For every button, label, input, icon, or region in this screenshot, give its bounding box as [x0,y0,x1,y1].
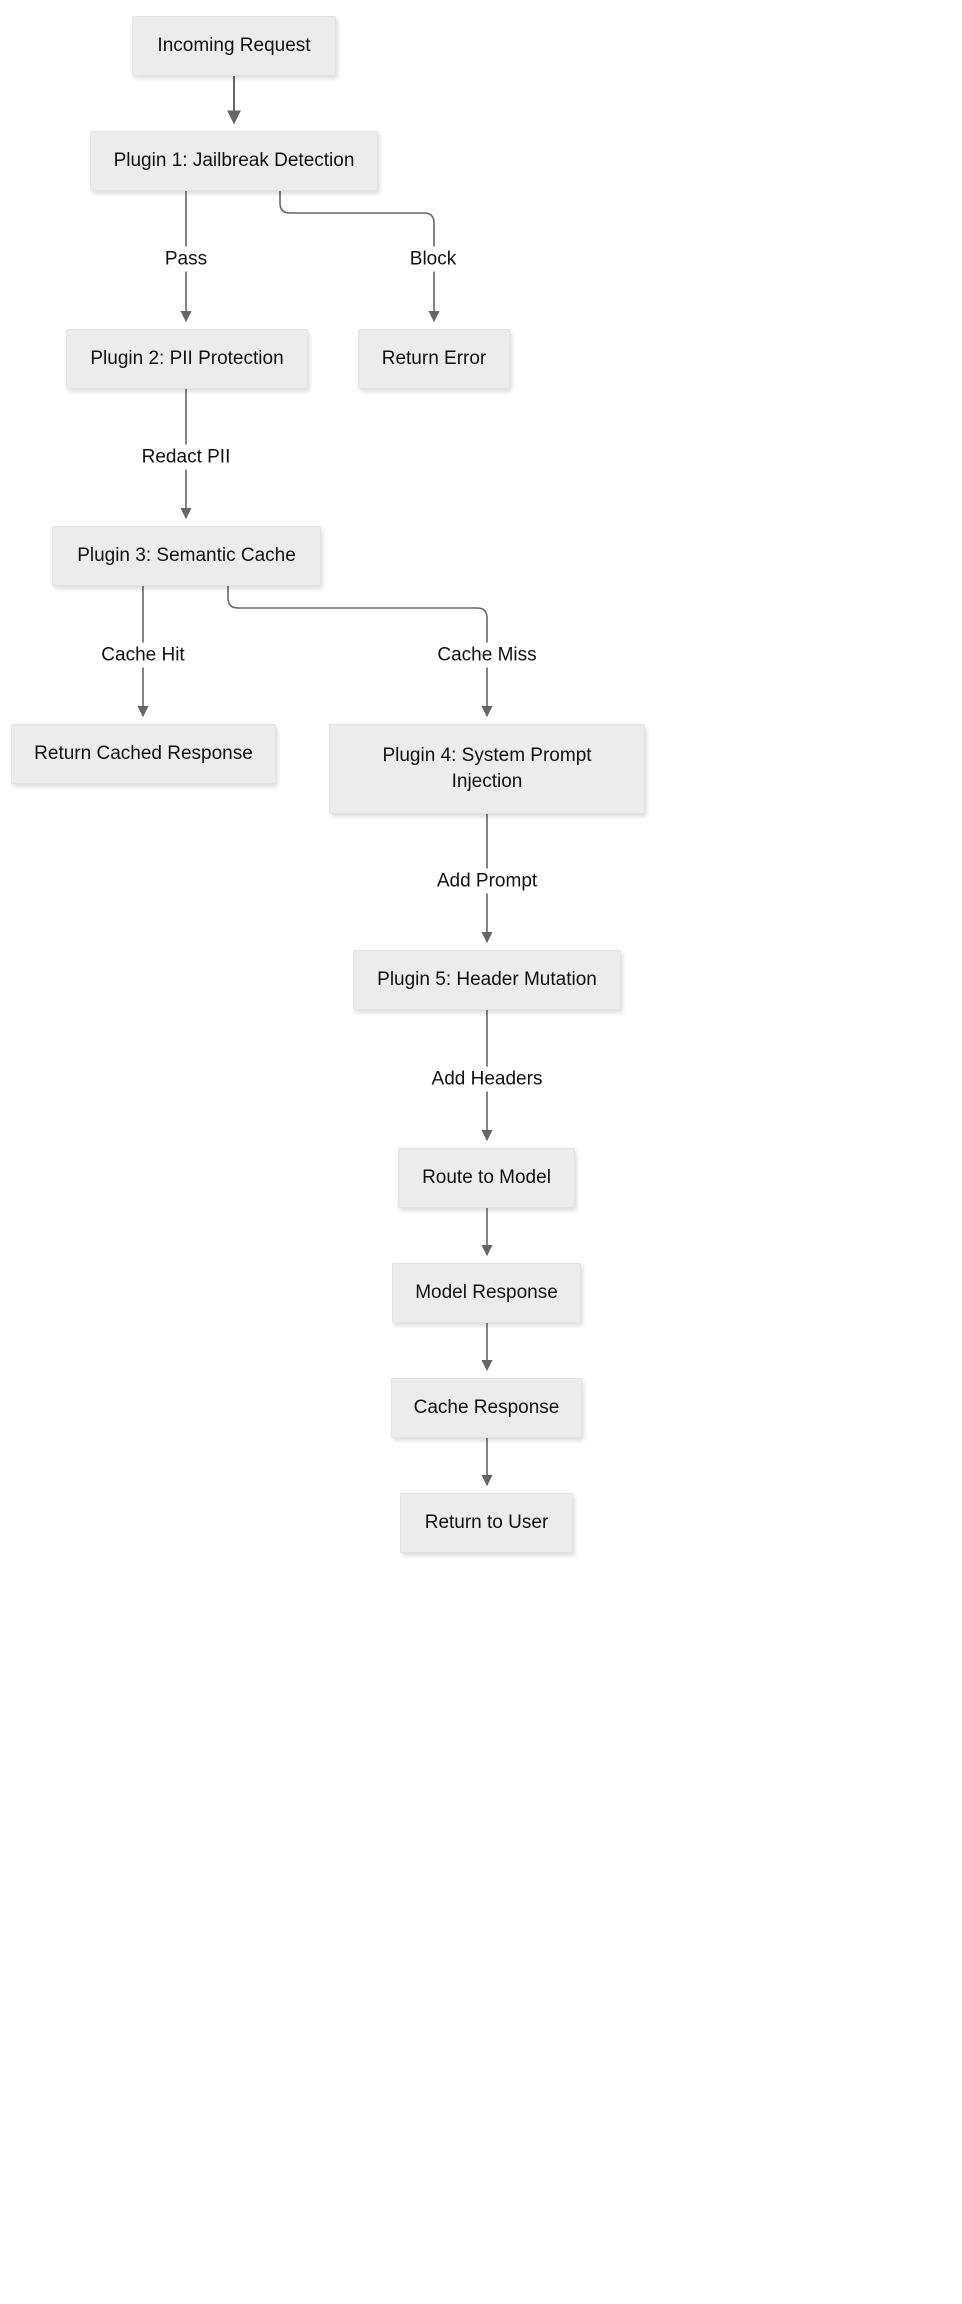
edge-label-add-headers: Add Headers [426,1066,548,1092]
node-incoming-request[interactable]: Incoming Request [132,16,336,76]
node-model-response[interactable]: Model Response [392,1263,581,1323]
node-plugin-3-semantic-cache[interactable]: Plugin 3: Semantic Cache [52,526,321,586]
node-route-to-model[interactable]: Route to Model [398,1148,575,1208]
edge-plugin1-to-returnerror [279,191,440,323]
node-plugin-2-pii-protection[interactable]: Plugin 2: PII Protection [66,329,308,389]
node-plugin-4-system-prompt-injection[interactable]: Plugin 4: System Prompt Injection [329,724,645,814]
node-return-cached-response[interactable]: Return Cached Response [11,724,276,784]
node-return-to-user[interactable]: Return to User [400,1493,573,1553]
edge-label-cache-miss: Cache Miss [432,642,542,668]
node-plugin-1-jailbreak-detection[interactable]: Plugin 1: Jailbreak Detection [90,131,378,191]
node-cache-response[interactable]: Cache Response [391,1378,582,1438]
node-return-error[interactable]: Return Error [358,329,510,389]
edge-plugin3-to-plugin4 [227,586,493,718]
node-plugin-5-header-mutation[interactable]: Plugin 5: Header Mutation [353,950,621,1010]
edge-label-cache-hit: Cache Hit [96,642,190,668]
edge-label-add-prompt: Add Prompt [431,868,543,894]
edge-label-block: Block [404,246,462,272]
edge-label-pass: Pass [159,246,213,272]
edge-label-redact-pii: Redact PII [136,444,236,470]
